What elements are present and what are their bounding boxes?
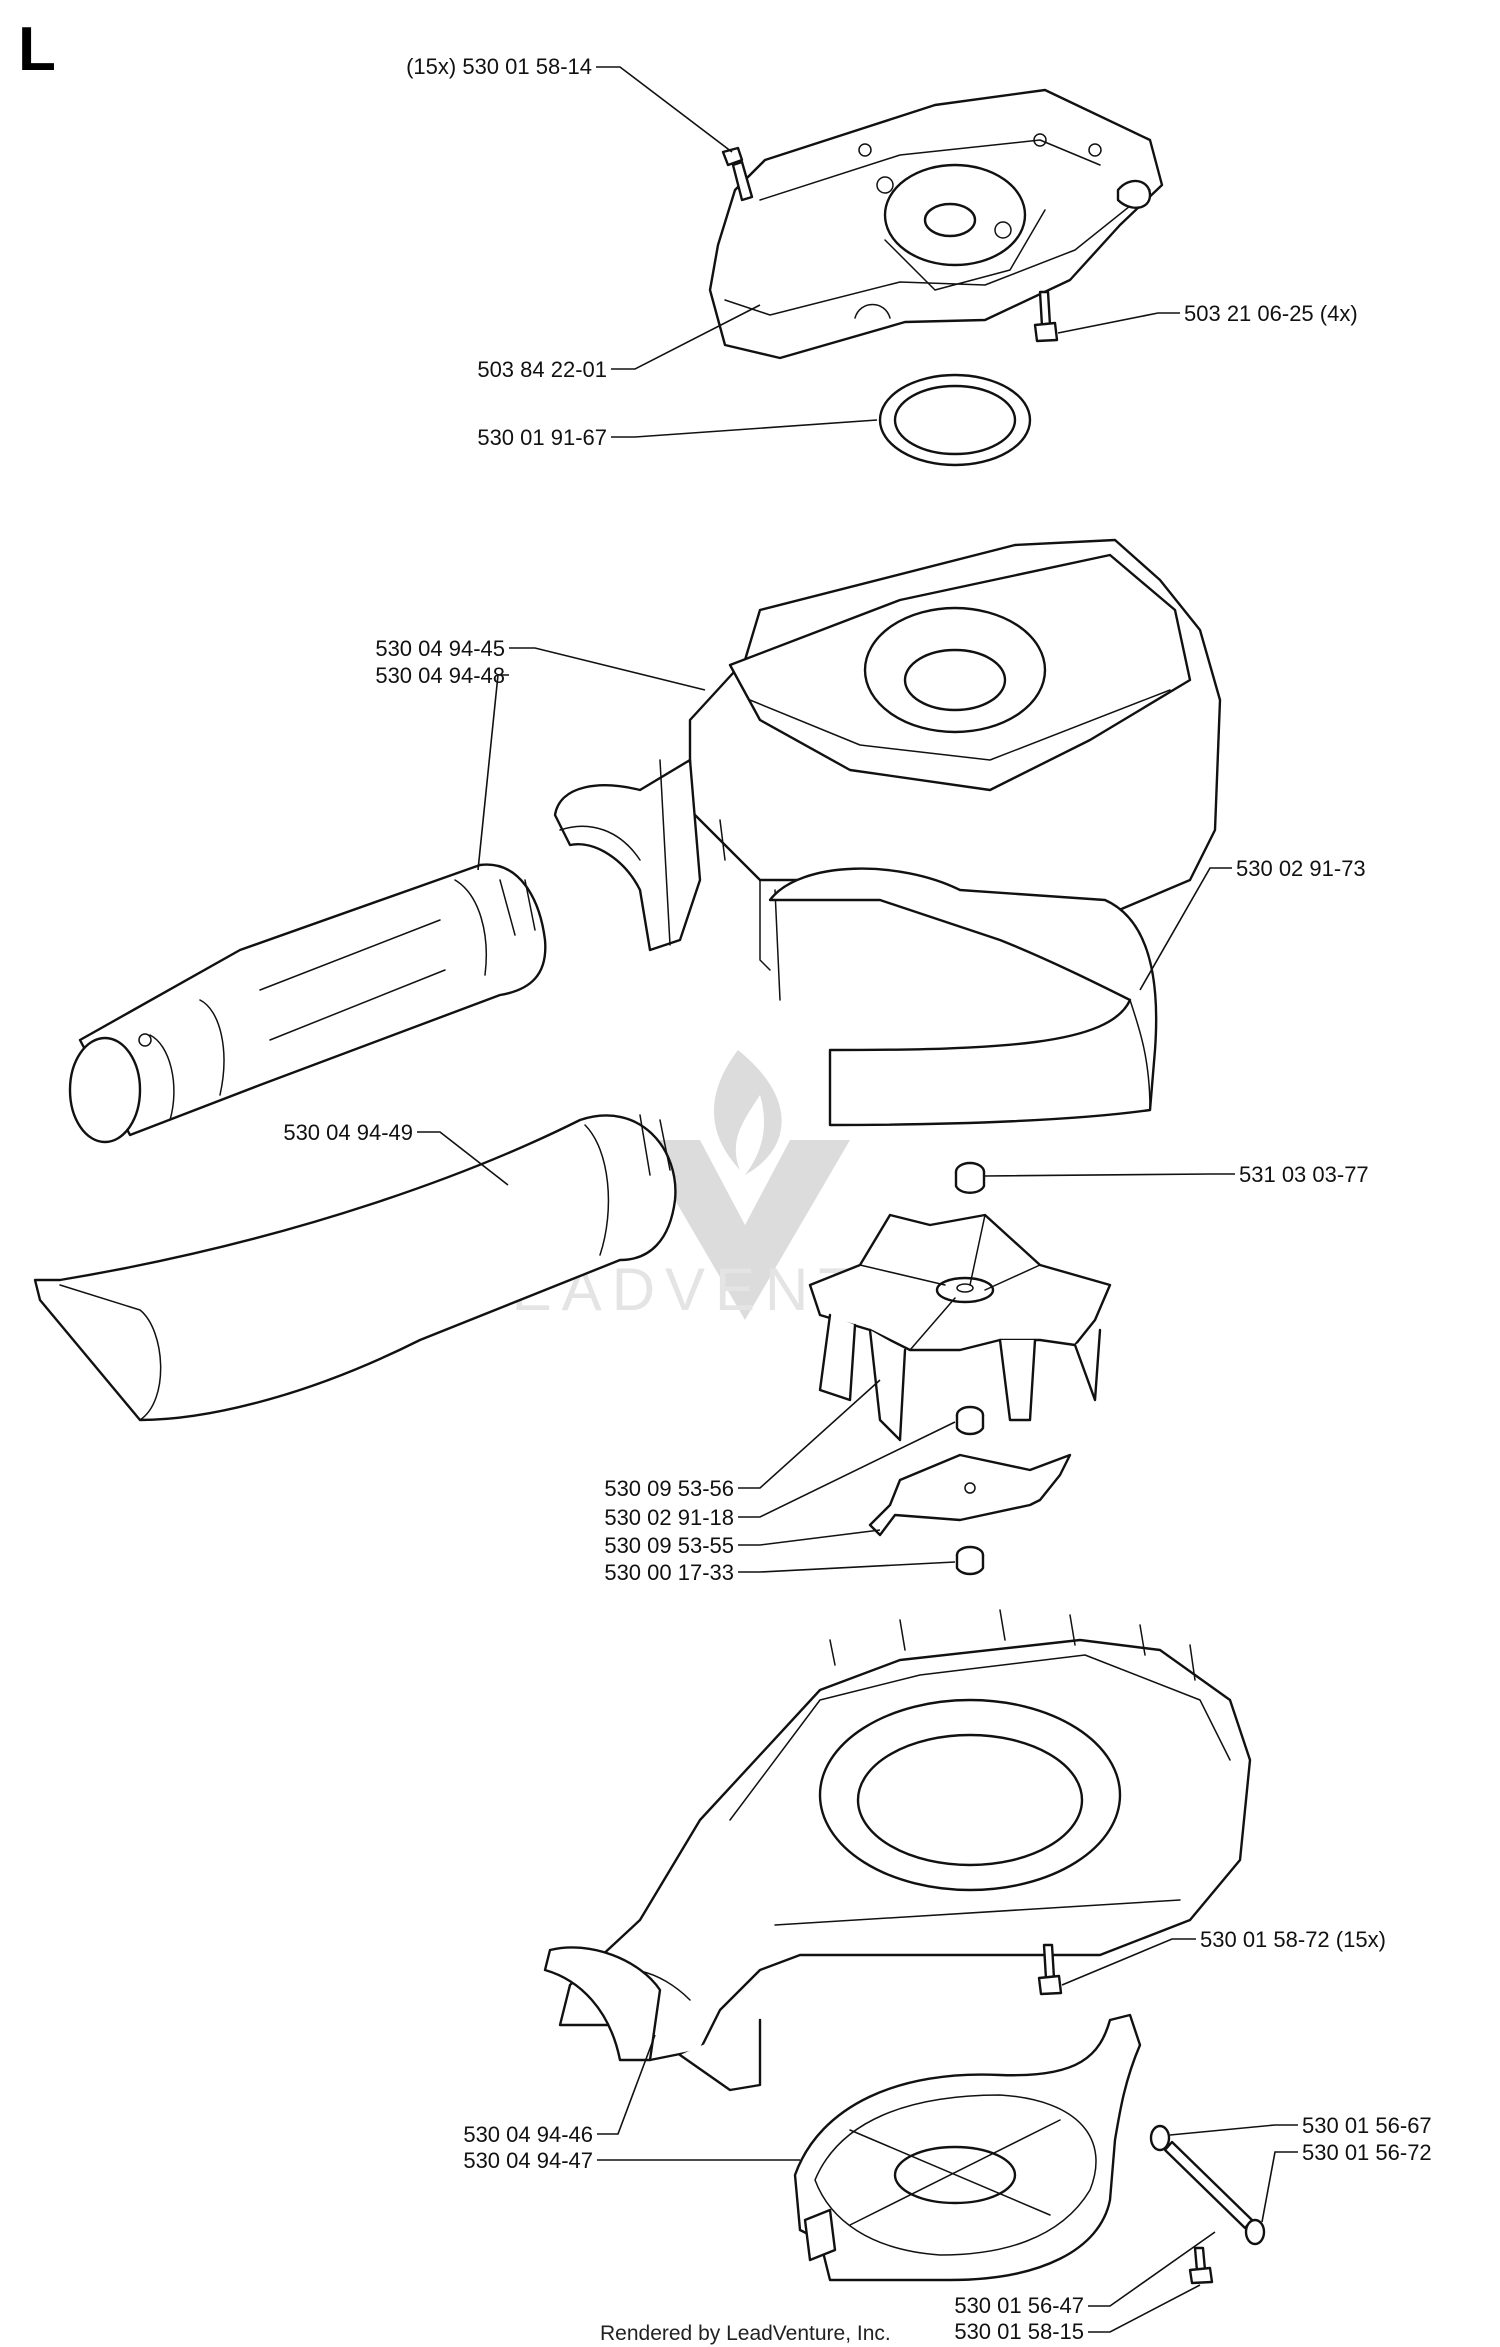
label-pin: 530 01 56-47 [954, 2293, 1084, 2318]
upper-housing-drawing [553, 538, 1222, 1001]
top-cover-drawing [708, 88, 1164, 360]
part-labels: (15x) 530 01 58-14 503 21 06-25 (4x) 503… [283, 54, 1431, 2344]
label-cover: 503 84 22-01 [477, 357, 607, 382]
lower-housing-drawing [543, 1609, 1252, 2092]
label-lower-housing-a: 530 04 94-46 [463, 2122, 593, 2147]
cover-screw-drawing [1033, 290, 1059, 343]
fan-drawing [808, 1213, 1112, 1442]
leader-lines [417, 66, 1298, 2333]
footer-credit: Rendered by LeadVenture, Inc. [600, 2322, 891, 2345]
band-drawing [768, 867, 1158, 1127]
label-band: 530 02 91-73 [1236, 856, 1366, 881]
cover-ring-drawing [878, 373, 1032, 467]
label-lower-screw: 530 01 58-72 (15x) [1200, 1927, 1386, 1952]
top-screw-drawing [721, 146, 754, 202]
nozzle-drawing [33, 1114, 677, 1422]
base-plate-drawing [793, 2013, 1142, 2282]
bottom-nut-drawing [955, 1545, 985, 1576]
label-cover-ring: 530 01 91-67 [477, 425, 607, 450]
label-clip-a: 530 01 56-67 [1302, 2113, 1432, 2138]
label-housing-b: 530 04 94-48 [375, 663, 505, 688]
pin-assembly-drawing [1149, 2124, 1266, 2285]
label-base-screw: 530 01 58-15 [954, 2319, 1084, 2344]
label-clip-b: 530 01 56-72 [1302, 2140, 1432, 2165]
label-cover-screw: 503 21 06-25 (4x) [1184, 301, 1358, 326]
top-nut-drawing [954, 1161, 986, 1194]
label-top-screw: (15x) 530 01 58-14 [406, 54, 592, 79]
tube-drawing [68, 863, 547, 1144]
label-housing-a: 530 04 94-45 [375, 636, 505, 661]
fan-spacer-drawing [955, 1405, 985, 1436]
label-nozzle: 530 04 94-49 [283, 1120, 413, 1145]
label-fan-washer: 530 09 53-56 [604, 1476, 734, 1501]
section-letter: L [18, 15, 56, 84]
label-lower-housing-b: 530 04 94-47 [463, 2148, 593, 2173]
lower-screw-drawing [1037, 1943, 1063, 1996]
cutter-drawing [868, 1453, 1072, 1537]
label-fan-spacer: 530 02 91-18 [604, 1505, 734, 1530]
label-bottom-nut: 530 00 17-33 [604, 1560, 734, 1585]
label-top-nut: 531 03 03-77 [1239, 1162, 1369, 1187]
label-cutter: 530 09 53-55 [604, 1533, 734, 1558]
